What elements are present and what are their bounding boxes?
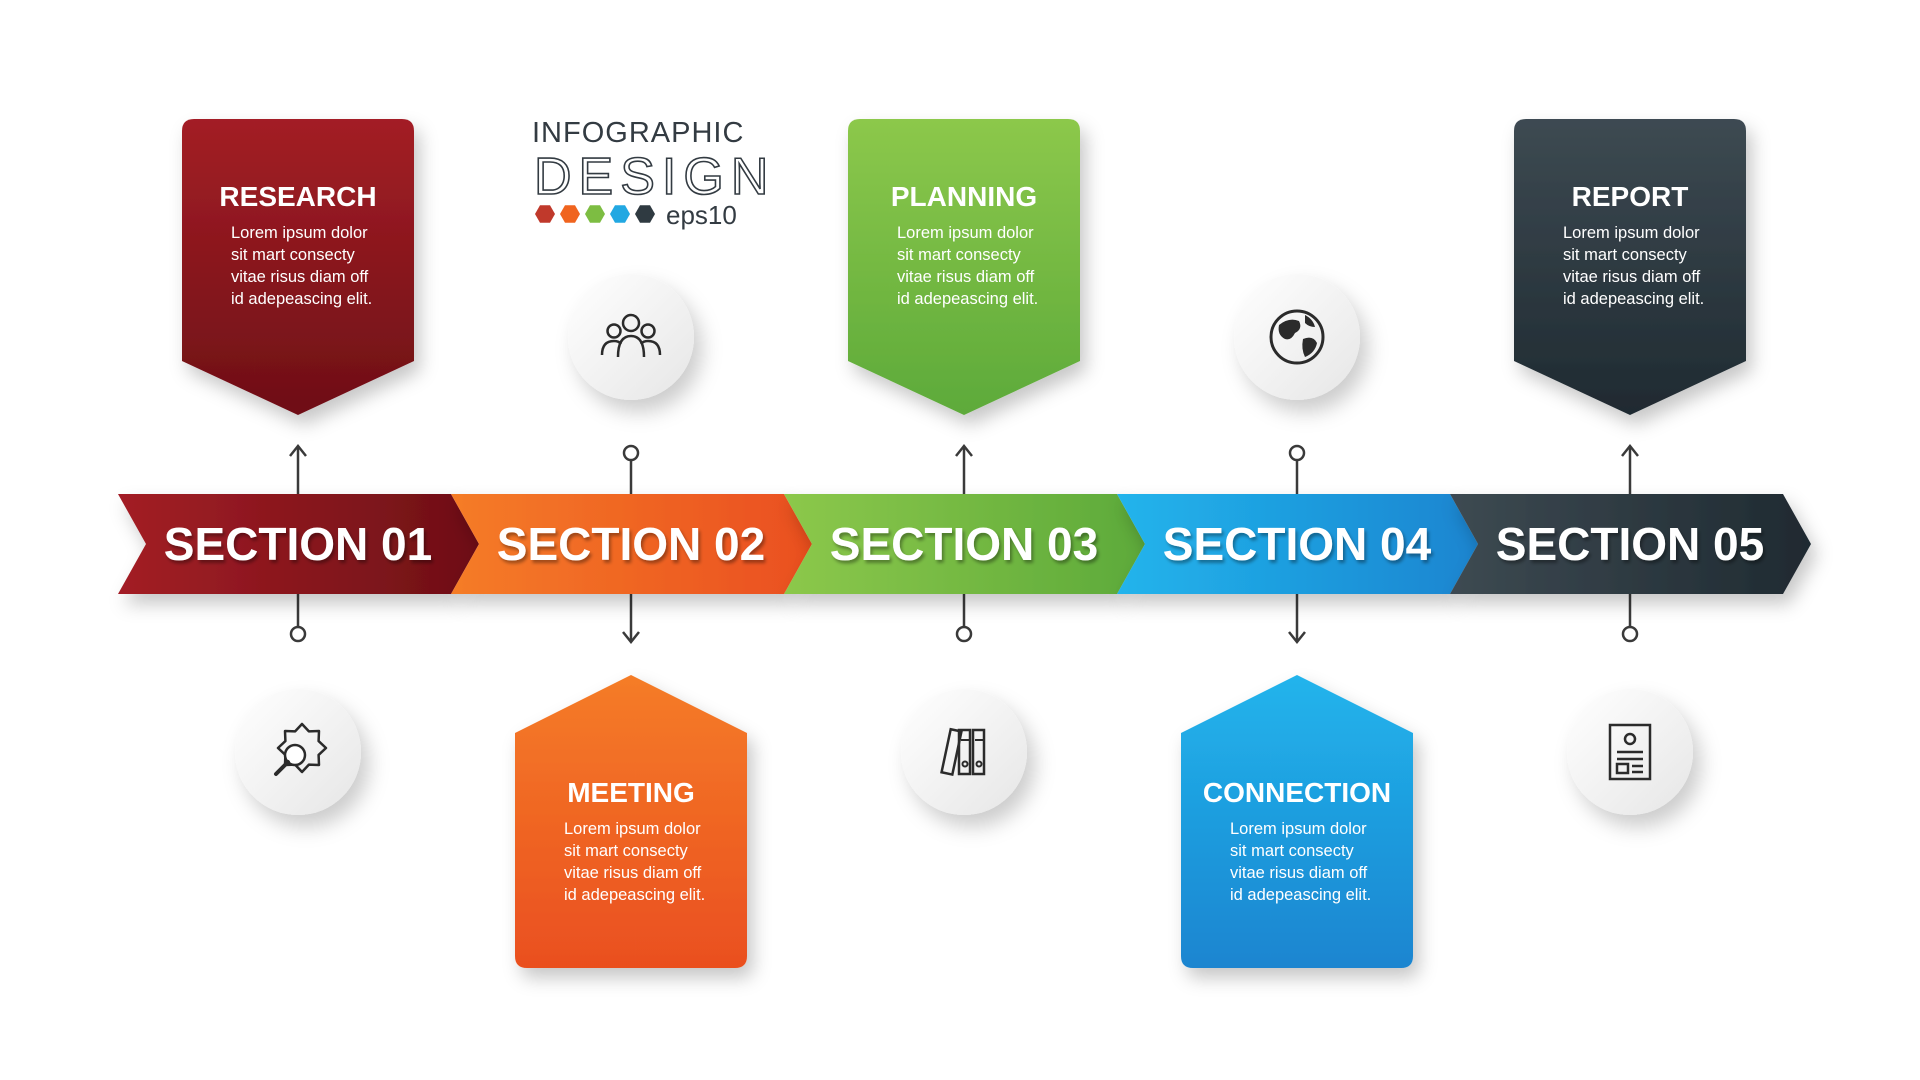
section-icon-circles: [235, 274, 1693, 815]
section-label: SECTION 03: [830, 518, 1098, 570]
logo: INFOGRAPHIC DESIGN eps10: [532, 117, 775, 230]
gear-search-icon: [274, 722, 328, 776]
section-arrow: [1117, 494, 1478, 594]
card-text-line: sit mart consecty: [231, 246, 356, 264]
binders-icon: [940, 727, 986, 777]
section-label: SECTION 01: [164, 518, 432, 570]
card-shape: [1514, 119, 1746, 415]
connector-arrowhead: [955, 443, 973, 457]
card-text-line: Lorem ipsum dolor: [231, 224, 368, 242]
card-text-line: Lorem ipsum dolor: [1563, 224, 1700, 242]
logo-subtitle: DESIGN: [534, 148, 775, 206]
section-label: SECTION 02: [497, 518, 765, 570]
card-shape: [182, 119, 414, 415]
section-arrow: [1450, 494, 1811, 594]
section-card-meeting: MEETING Lorem ipsum dolor sit mart consect…: [515, 675, 747, 968]
card-text-line: sit mart consecty: [564, 842, 689, 860]
card-text-line: sit mart consecty: [1230, 842, 1355, 860]
section-label: SECTION 05: [1496, 518, 1764, 570]
connectors: [289, 443, 1639, 645]
section-label: SECTION 04: [1163, 518, 1432, 570]
card-text-line: id adepeascing elit.: [1563, 290, 1704, 308]
card-text-line: Lorem ipsum dolor: [897, 224, 1034, 242]
card-title: RESEARCH: [219, 181, 376, 212]
card-text-line: vitae risus diam off: [231, 268, 369, 286]
card-text-line: Lorem ipsum dolor: [1230, 820, 1367, 838]
card-text-line: id adepeascing elit.: [897, 290, 1038, 308]
connector-arrowhead: [1288, 631, 1306, 645]
logo-eps-label: eps10: [666, 200, 737, 230]
card-title: CONNECTION: [1203, 777, 1391, 808]
card-shape: [848, 119, 1080, 415]
icon-circle: [901, 689, 1027, 815]
connector-arrowhead: [1621, 443, 1639, 457]
card-text-line: vitae risus diam off: [564, 864, 702, 882]
section-arrow: [451, 494, 812, 594]
connector-node: [1621, 625, 1639, 643]
connector-node: [955, 625, 973, 643]
logo-dot: [610, 205, 630, 223]
report-document-icon: [1608, 723, 1652, 781]
logo-dot: [585, 205, 605, 223]
card-text-line: vitae risus diam off: [1230, 864, 1368, 882]
logo-dot: [560, 205, 580, 223]
connector-node: [622, 444, 640, 462]
card-text-line: id adepeascing elit.: [1230, 886, 1371, 904]
card-text-line: vitae risus diam off: [1563, 268, 1701, 286]
globe-icon: [1269, 309, 1325, 365]
card-text-line: id adepeascing elit.: [564, 886, 705, 904]
logo-dot: [535, 205, 555, 223]
connector-arrowhead: [289, 443, 307, 457]
section-card-report: REPORT Lorem ipsum dolor sit mart consecty…: [1514, 119, 1746, 415]
connector-node: [1288, 444, 1306, 462]
section-cards: RESEARCH Lorem ipsum dolor sit mart consec…: [182, 119, 1746, 968]
section-arrow: [784, 494, 1145, 594]
section-card-connection: CONNECTION Lorem ipsum dolor sit mart cons…: [1181, 675, 1413, 968]
section-card-planning: PLANNING Lorem ipsum dolor sit mart consec…: [848, 119, 1080, 415]
card-title: PLANNING: [891, 181, 1037, 212]
logo-color-dots: [535, 205, 655, 223]
logo-dot: [635, 205, 655, 223]
card-text-line: sit mart consecty: [897, 246, 1022, 264]
connector-node: [289, 625, 307, 643]
team-icon: [600, 313, 662, 358]
card-text-line: Lorem ipsum dolor: [564, 820, 701, 838]
icon-circle: [568, 274, 694, 400]
logo-title: INFOGRAPHIC: [532, 117, 744, 149]
card-text-line: sit mart consecty: [1563, 246, 1688, 264]
connector-arrowhead: [622, 631, 640, 645]
card-text-line: id adepeascing elit.: [231, 290, 372, 308]
icon-circle: [235, 689, 361, 815]
section-arrow: [118, 494, 479, 594]
card-shape: [515, 675, 747, 968]
icon-circle: [1567, 689, 1693, 815]
card-shape: [1181, 675, 1413, 968]
card-text-line: vitae risus diam off: [897, 268, 1035, 286]
section-card-research: RESEARCH Lorem ipsum dolor sit mart consec…: [182, 119, 414, 415]
card-title: MEETING: [567, 777, 695, 808]
card-title: REPORT: [1572, 181, 1689, 212]
section-arrow-band: SECTION 01 SECTION 02 SECTION 03 SECTION 04…: [118, 494, 1811, 594]
icon-circle: [1234, 274, 1360, 400]
